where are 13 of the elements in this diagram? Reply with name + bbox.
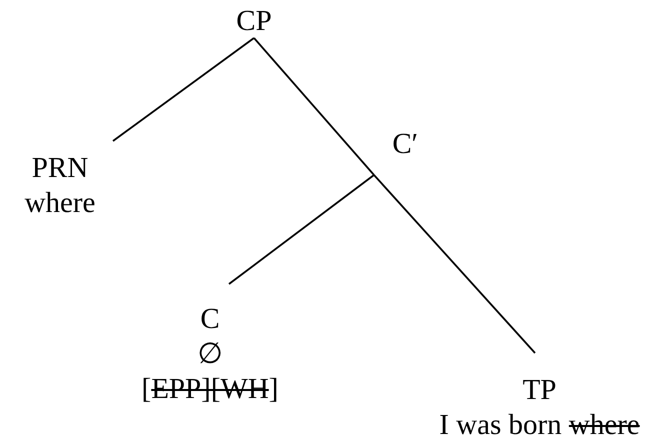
word-label: ∅: [198, 337, 222, 372]
category-label: PRN: [32, 151, 88, 186]
category-label: TP: [522, 373, 556, 408]
category-label: CP: [236, 4, 272, 39]
tree-branch-line: [253, 37, 375, 176]
word-label: I was born where: [439, 408, 640, 441]
tree-branch-line: [228, 174, 375, 285]
word-label: [EPP][WH]: [142, 372, 278, 407]
tree-branch-line: [373, 174, 536, 354]
category-label: C′: [392, 127, 418, 162]
tree-branch-line: [112, 37, 255, 142]
category-label: C: [200, 302, 220, 337]
word-label: where: [24, 186, 96, 221]
